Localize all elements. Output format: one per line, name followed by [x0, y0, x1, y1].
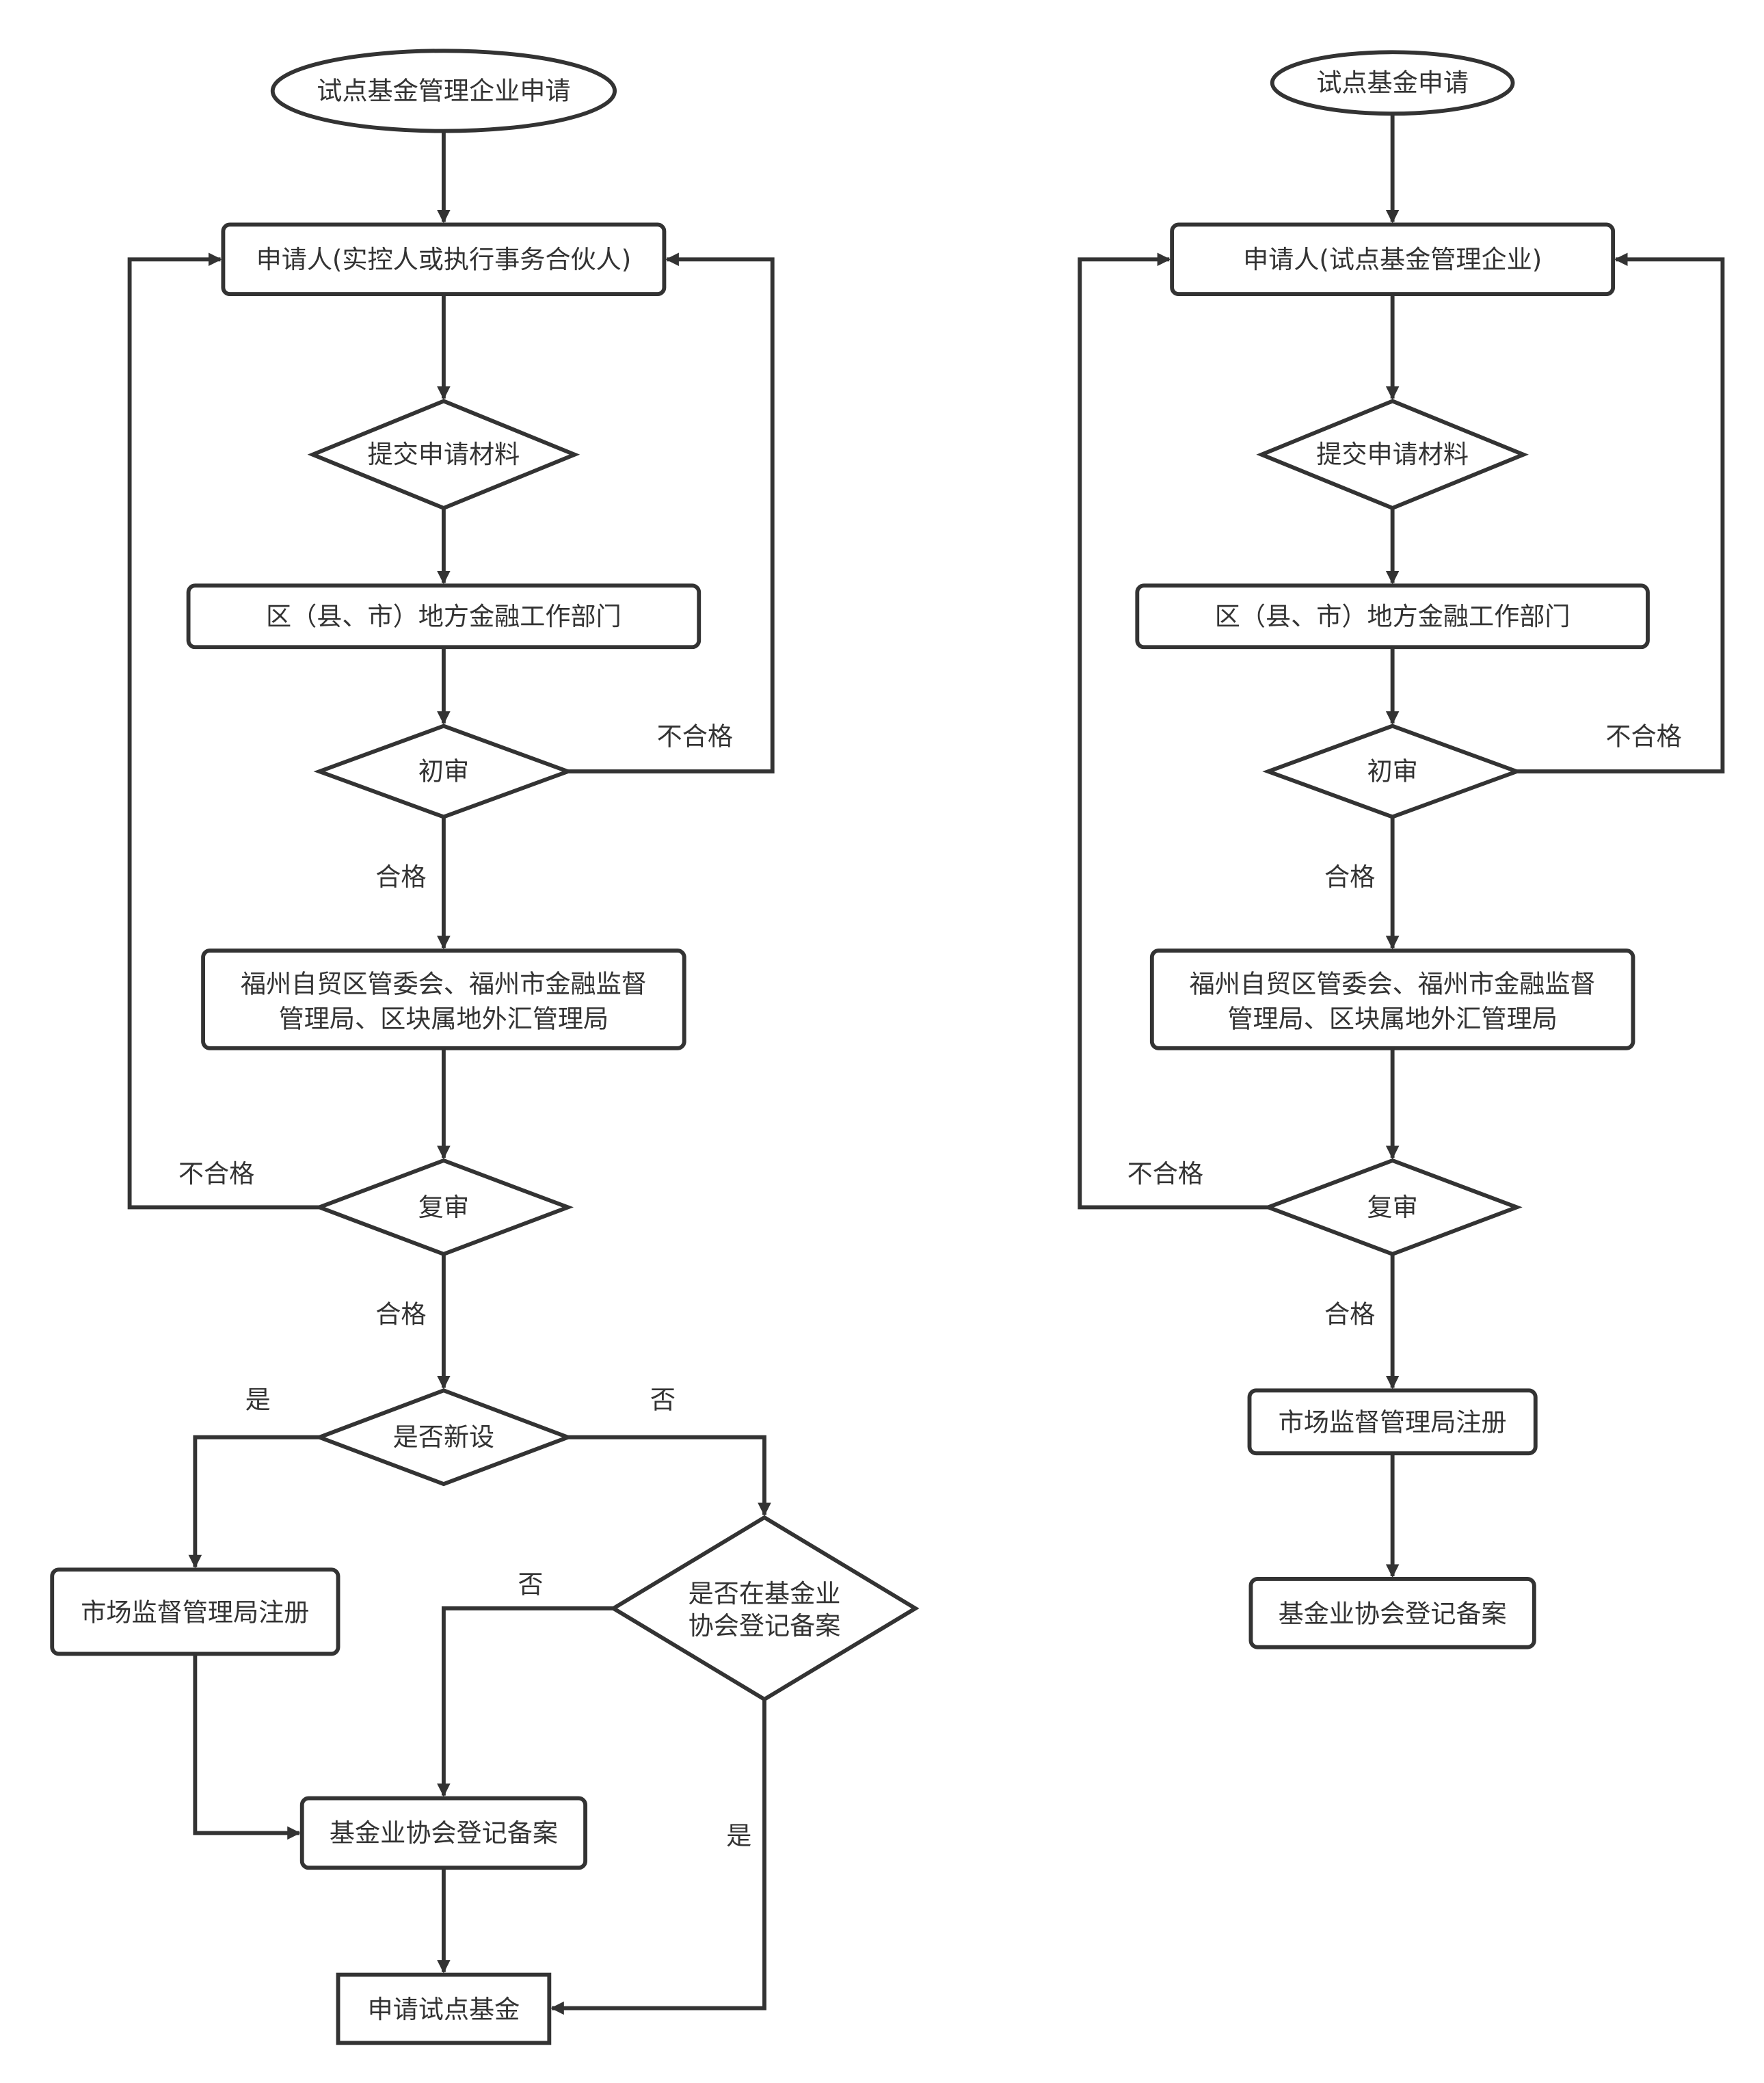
- left-edge-initial-fail: [567, 252, 775, 774]
- right-edge-initial-fail: [1516, 252, 1725, 774]
- right-authorities-line2: 管理局、区块属地外汇管理局: [1227, 1004, 1558, 1033]
- right-market-reg-node[interactable]: 市场监督管理局注册: [1247, 1388, 1538, 1456]
- right-start-label: 试点基金申请: [1316, 68, 1469, 98]
- left-flowchart: 试点基金管理企业申请 申请人(实控人或执行事务合伙人) 提交申请材料 区（县、市…: [50, 49, 920, 2045]
- right-initial-pass-label: 合格: [1324, 862, 1375, 892]
- left-edge-new-yes: [188, 1435, 320, 1569]
- left-registered-yes-label: 是: [726, 1821, 751, 1850]
- left-applicant-node[interactable]: 申请人(实控人或执行事务合伙人): [221, 222, 667, 297]
- left-second-review-label: 复审: [418, 1193, 469, 1222]
- right-amac-filing-node[interactable]: 基金业协会登记备案: [1248, 1577, 1536, 1649]
- right-submit-label: 提交申请材料: [1316, 440, 1469, 469]
- left-is-new-label: 是否新设: [393, 1422, 494, 1452]
- left-local-dept-node[interactable]: 区（县、市）地方金融工作部门: [186, 583, 701, 650]
- left-is-new-node[interactable]: 是否新设: [313, 1388, 574, 1487]
- right-submit-node[interactable]: 提交申请材料: [1256, 399, 1529, 511]
- left-submit-node[interactable]: 提交申请材料: [307, 399, 580, 511]
- left-second-review-node[interactable]: 复审: [313, 1158, 574, 1256]
- left-edge-new-no: [567, 1435, 771, 1517]
- left-new-no-label: 否: [650, 1385, 676, 1414]
- left-local-dept-label: 区（县、市）地方金融工作部门: [266, 602, 622, 631]
- left-is-registered-line1: 是否在基金业: [689, 1579, 841, 1608]
- left-edge-registered-yes: [550, 1699, 766, 2015]
- right-second-fail-label: 不合格: [1127, 1159, 1203, 1189]
- left-registered-no-label: 否: [518, 1569, 543, 1599]
- left-authorities-line2: 管理局、区块属地外汇管理局: [279, 1004, 609, 1033]
- left-applicant-label: 申请人(实控人或执行事务合伙人): [256, 245, 632, 274]
- right-authorities-node[interactable]: 福州自贸区管委会、福州市金融监督 管理局、区块属地外汇管理局: [1149, 948, 1635, 1050]
- right-flowchart: 试点基金申请 申请人(试点基金管理企业) 提交申请材料 区（县、市）地方金融工作…: [1078, 50, 1725, 1649]
- left-initial-pass-label: 合格: [375, 862, 426, 892]
- right-local-dept-node[interactable]: 区（县、市）地方金融工作部门: [1135, 583, 1650, 650]
- right-initial-fail-label: 不合格: [1605, 722, 1681, 752]
- right-initial-review-node[interactable]: 初审: [1262, 724, 1523, 819]
- left-initial-fail-label: 不合格: [657, 722, 733, 752]
- right-applicant-node[interactable]: 申请人(试点基金管理企业): [1170, 222, 1616, 297]
- left-start-node[interactable]: 试点基金管理企业申请: [270, 49, 617, 133]
- right-amac-filing-label: 基金业协会登记备案: [1279, 1599, 1507, 1628]
- left-new-yes-label: 是: [245, 1385, 271, 1414]
- right-second-pass-label: 合格: [1324, 1299, 1375, 1329]
- left-amac-filing-node[interactable]: 基金业协会登记备案: [299, 1796, 588, 1870]
- left-amac-filing-label: 基金业协会登记备案: [330, 1818, 558, 1848]
- left-is-registered-node[interactable]: 是否在基金业 协会登记备案: [609, 1515, 920, 1702]
- left-edge-second-fail: [127, 252, 320, 1210]
- left-apply-pilot-fund-node[interactable]: 申请试点基金: [336, 1972, 552, 2045]
- left-edge-market-amac: [193, 1654, 301, 1840]
- left-apply-pilot-fund-label: 申请试点基金: [368, 1995, 520, 2024]
- right-market-reg-label: 市场监督管理局注册: [1279, 1408, 1507, 1437]
- right-authorities-line1: 福州自贸区管委会、福州市金融监督: [1190, 969, 1596, 998]
- left-edge-registered-no: [437, 1606, 614, 1797]
- left-submit-label: 提交申请材料: [368, 440, 520, 469]
- left-initial-review-label: 初审: [418, 757, 469, 786]
- left-second-pass-label: 合格: [375, 1299, 426, 1329]
- right-edge-second-fail: [1078, 252, 1268, 1210]
- left-second-fail-label: 不合格: [178, 1159, 254, 1189]
- right-second-review-label: 复审: [1367, 1193, 1418, 1222]
- left-authorities-line1: 福州自贸区管委会、福州市金融监督: [241, 969, 647, 998]
- right-initial-review-label: 初审: [1367, 757, 1418, 786]
- left-authorities-node[interactable]: 福州自贸区管委会、福州市金融监督 管理局、区块属地外汇管理局: [201, 948, 686, 1050]
- left-market-reg-node[interactable]: 市场监督管理局注册: [50, 1567, 340, 1656]
- left-initial-review-node[interactable]: 初审: [313, 724, 574, 819]
- right-applicant-label: 申请人(试点基金管理企业): [1243, 245, 1542, 274]
- left-start-label: 试点基金管理企业申请: [317, 76, 570, 105]
- left-is-registered-line2: 协会登记备案: [689, 1611, 841, 1641]
- right-second-review-node[interactable]: 复审: [1262, 1158, 1523, 1256]
- right-local-dept-label: 区（县、市）地方金融工作部门: [1215, 602, 1571, 631]
- right-start-node[interactable]: 试点基金申请: [1270, 50, 1515, 116]
- left-market-reg-label: 市场监督管理局注册: [81, 1597, 309, 1627]
